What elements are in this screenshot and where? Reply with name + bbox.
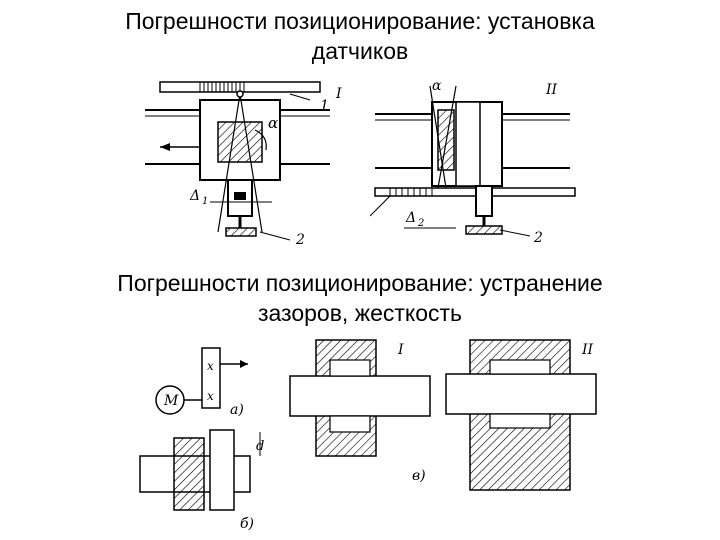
title-line-2: датчиков bbox=[311, 38, 409, 64]
clearance-diagram: M x x а) d б) I в) II bbox=[139, 339, 597, 532]
callout-2: 2 bbox=[533, 230, 543, 246]
delta-label: Δ bbox=[189, 188, 200, 204]
roman-label-i: I bbox=[335, 86, 342, 102]
title-line-1: Погрешности позиционирование: устранение bbox=[117, 270, 603, 296]
callout-1: 1 bbox=[320, 98, 329, 114]
delta-label: Δ bbox=[405, 210, 416, 226]
slide-title-clearances: Погрешности позиционирование: устранение… bbox=[0, 268, 720, 328]
angle-alpha-label: α bbox=[268, 114, 278, 132]
title-line-2: зазоров, жесткость bbox=[257, 300, 463, 326]
callout-1: 1 bbox=[370, 212, 373, 228]
label-a: а) bbox=[230, 402, 244, 418]
slide-title-sensors: Погрешности позиционирование: установка … bbox=[0, 6, 720, 66]
gear-mark-1: x bbox=[207, 359, 214, 373]
sensor-diagram-i: I 1 2 α Δ 1 bbox=[145, 81, 342, 248]
label-v: в) bbox=[412, 468, 426, 484]
gear-mark-2: x bbox=[207, 389, 214, 403]
motor-label: M bbox=[163, 393, 179, 409]
dim-d: d bbox=[256, 439, 264, 454]
title-line-1: Погрешности позиционирование: установка bbox=[125, 8, 595, 34]
roman-label-ii: II bbox=[545, 82, 558, 98]
label-b: б) bbox=[240, 516, 254, 532]
delta-subscript: 2 bbox=[417, 218, 424, 229]
roman-2: II bbox=[581, 342, 594, 358]
delta-subscript: 1 bbox=[202, 196, 208, 207]
callout-2: 2 bbox=[295, 232, 305, 248]
angle-alpha-label: α bbox=[432, 78, 442, 94]
roman-1: I bbox=[397, 342, 404, 358]
sensor-diagram-ii: II α 1 2 Δ 2 bbox=[370, 78, 576, 246]
